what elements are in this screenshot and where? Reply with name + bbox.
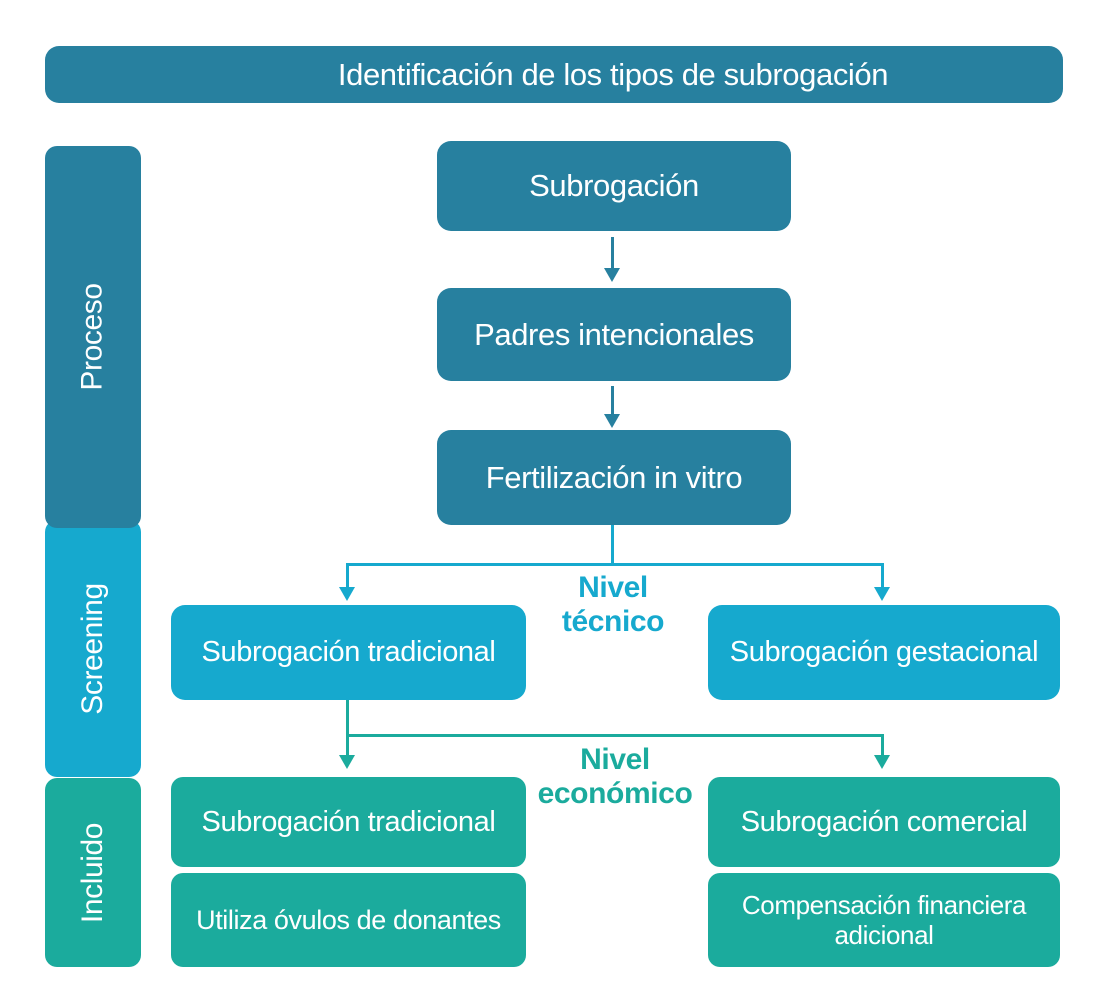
flow-box-subrogacion-tradicional-economico: Subrogación tradicional (171, 777, 526, 867)
branch-label-line: económico (537, 777, 693, 810)
arrow-down-icon (339, 755, 355, 769)
sidebar-segment-proceso: Proceso (45, 146, 141, 528)
flow-box-subrogacion-comercial: Subrogación comercial (708, 777, 1060, 867)
connector-stem-nivel-economico (346, 700, 349, 737)
connector-branch-nivel-economico (346, 734, 884, 737)
branch-label-line: Nivel (578, 571, 648, 604)
flow-note-utiliza-ovulos: Utiliza óvulos de donantes (171, 873, 526, 967)
connector-drop-left-tecnico (346, 563, 349, 588)
connector-drop-left-economico (346, 734, 349, 756)
connector-drop-right-economico (881, 734, 884, 756)
branch-label-line: técnico (561, 605, 665, 638)
connector-line-subrogacion-padres (611, 237, 614, 269)
arrow-down-icon (874, 587, 890, 601)
connector-line-padres-fertilizacion (611, 386, 614, 415)
flow-box-subrogacion: Subrogación (437, 141, 791, 231)
branch-label-nivel-economico: Nivel económico (508, 743, 722, 811)
flow-box-subrogacion-gestacional: Subrogación gestacional (708, 605, 1060, 700)
arrow-down-icon (604, 268, 620, 282)
connector-drop-right-tecnico (881, 563, 884, 588)
page-title: Identificación de los tipos de subrogaci… (337, 56, 889, 92)
title-banner: Identificación de los tipos de subrogaci… (45, 46, 1063, 103)
branch-label-line: Nivel (580, 743, 650, 776)
flow-box-fertilizacion-in-vitro: Fertilización in vitro (437, 430, 791, 525)
sidebar-segment-incluido: Incluido (45, 778, 141, 967)
arrow-down-icon (874, 755, 890, 769)
sidebar-segment-screening: Screening (45, 520, 141, 777)
sidebar-label-incluido: Incluido (76, 822, 109, 923)
connector-branch-nivel-tecnico (346, 563, 884, 566)
branch-label-nivel-tecnico: Nivel técnico (513, 571, 713, 639)
arrow-down-icon (604, 414, 620, 428)
sidebar-label-proceso: Proceso (76, 283, 110, 391)
flow-box-subrogacion-tradicional-tecnico: Subrogación tradicional (171, 605, 526, 700)
connector-stem-nivel-tecnico (611, 525, 614, 566)
flow-note-compensacion-financiera: Compensación financiera adicional (708, 873, 1060, 967)
arrow-down-icon (339, 587, 355, 601)
flow-box-padres-intencionales: Padres intencionales (437, 288, 791, 381)
sidebar-label-screening: Screening (76, 582, 109, 715)
